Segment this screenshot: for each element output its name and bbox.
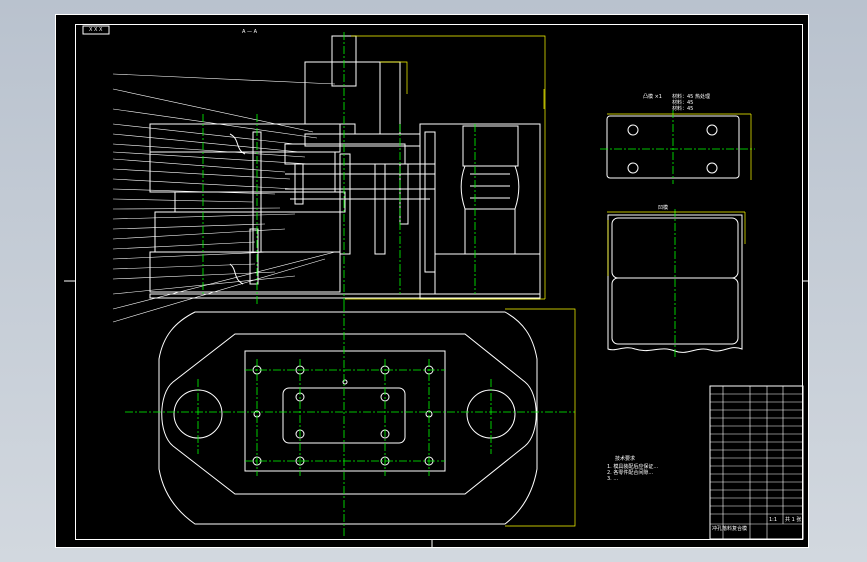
part1-note-3: 材料：45 [672, 106, 694, 112]
tech-req-line-2: 2. 各零件配合间隙... [607, 470, 654, 476]
top-left-box [82, 25, 110, 35]
part1-note-1: 材料：45 热处理 [672, 94, 710, 100]
drawing-sheet-count: 共 1 张 [785, 517, 802, 523]
tech-req-title: 技术要求 [615, 456, 636, 462]
drawing-canvas [55, 14, 809, 548]
tech-req-line-1: 1. 模具装配后应保证... [607, 464, 659, 470]
drawing-name: 冲孔落料复合模 [712, 526, 748, 532]
center-lines [125, 32, 755, 536]
dimension-lines [345, 35, 752, 527]
inner-frame [75, 24, 803, 540]
part1-note-2: 材料：45 [672, 100, 694, 106]
part1-label: 凸模 ×1 [643, 94, 662, 100]
title-block [709, 385, 804, 540]
section-label: A — A [242, 29, 258, 35]
drawing-scale: 1:1 [769, 517, 778, 523]
top-left-box-text: X X X [89, 27, 103, 33]
tech-req-line-3: 3. ... [607, 476, 619, 482]
plan-view [158, 311, 538, 525]
plan-holes [252, 365, 434, 466]
part2-label: 凹模 [658, 205, 669, 211]
section-view [112, 35, 541, 323]
drawing-sheet: X X X A — A 凸模 ×1 材料：45 热处理 材料：45 材料：45 … [55, 14, 809, 548]
